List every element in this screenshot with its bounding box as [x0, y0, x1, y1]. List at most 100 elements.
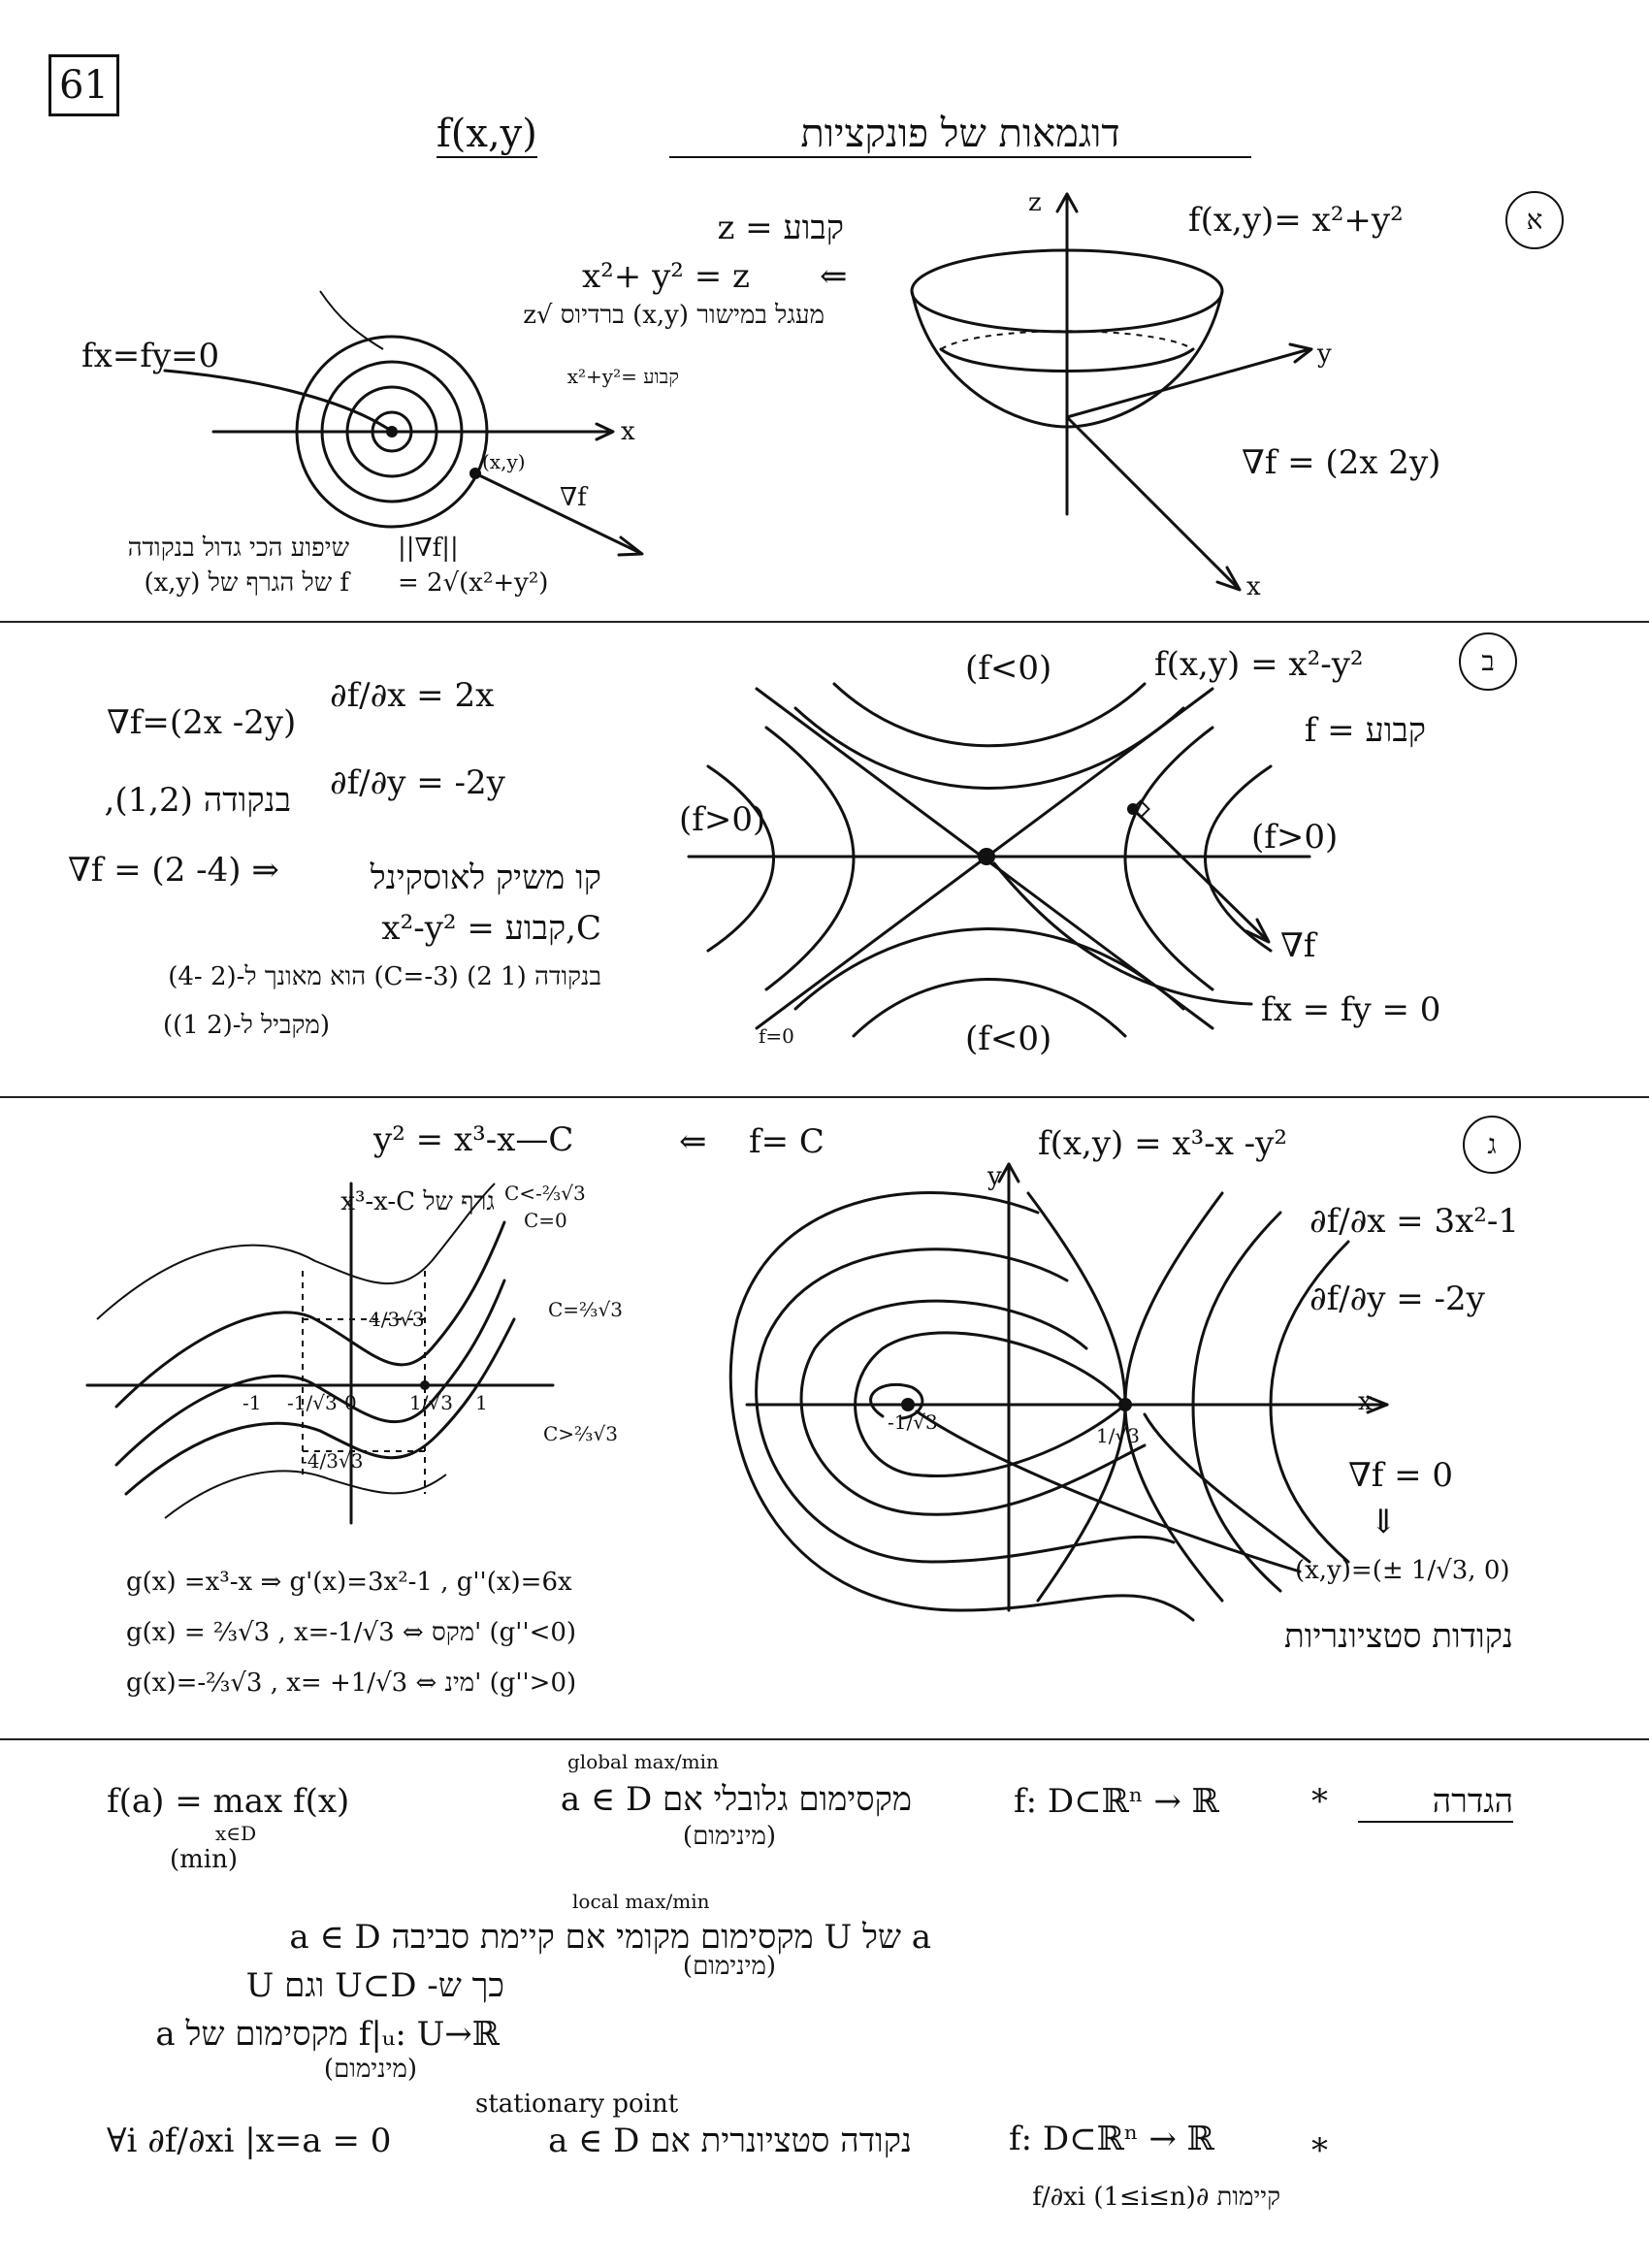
ex2-tangent-2: x²-y² = קבוע,C	[381, 909, 601, 948]
ex3-formula: f(x,y) = x³-x -y²	[1038, 1124, 1288, 1163]
ex2-crit-pointer	[992, 861, 1253, 1006]
ex3-stationary: נקודות סטציונריות	[1284, 1617, 1513, 1656]
ex3-pointer-saddle	[1143, 1412, 1311, 1564]
def-local-min-3: (מינימום)	[323, 2055, 417, 2084]
ex1-y-axis-line	[1065, 347, 1311, 419]
ex3-c-label-3: C=⅔√3	[548, 1298, 623, 1321]
ex1-contour-plot	[163, 290, 644, 557]
ex1-bowl-profile	[910, 289, 1224, 429]
ex2-crit: fx = fy = 0	[1261, 990, 1441, 1029]
ex1-crit-pointer	[163, 369, 390, 431]
def-local-min: (מינימום)	[682, 1952, 776, 1981]
ex2-saddle-point	[978, 848, 995, 865]
ex1-axis-x-3d: x	[1246, 572, 1261, 601]
ex3-axis-x: x	[1358, 1387, 1373, 1416]
ex3-cubic-curve-c-zero	[114, 1220, 506, 1409]
ex1-level-pointer	[319, 290, 384, 350]
ex1-x-arrowhead	[595, 422, 615, 441]
ex2-hyperbola-right-2	[1204, 764, 1273, 953]
ex3-c-label-1: C<-⅔√3	[504, 1182, 586, 1205]
ex2-f-neg-bottom: (f<0)	[965, 1020, 1052, 1058]
ex3-axis-y: y	[987, 1162, 1002, 1191]
divider-2	[0, 1096, 1649, 1098]
ex1-bowl-level-back	[940, 330, 1194, 350]
def-global-min2: (min)	[170, 1845, 239, 1874]
ex1-grad-arrow	[473, 471, 642, 555]
ex3-local-max-point	[901, 1398, 915, 1411]
ex3-cubic-curve-c-higher	[164, 1470, 447, 1519]
ex1-grad-arrowhead	[617, 535, 644, 557]
ex1-point-label: (x,y)	[482, 450, 526, 473]
ex3-separatrix-right	[1123, 1191, 1224, 1603]
ex3-cubic-curve-c-low	[96, 1183, 496, 1320]
ex1-critical-point: fx=fy=0	[81, 337, 220, 375]
ex3-contour-ring-4	[728, 1191, 1195, 1622]
ex1-desc-left-1: שיפוע הכי גדול בנקודה	[127, 534, 349, 563]
ex2-dfdy: ∂f/∂y = -2y	[330, 763, 505, 802]
ex3-down-arrow: ⇓	[1370, 1503, 1398, 1541]
ex3-contour-plot	[728, 1162, 1389, 1622]
ex3-loop-separatrix	[854, 1331, 1127, 1477]
ex3-tick-neg-inv-sqrt3: -1/√3	[287, 1391, 338, 1414]
ex1-grad-vector: ∇f = (2x 2y)	[1242, 443, 1441, 482]
def-star-1: *	[1311, 1782, 1328, 1821]
def-local-line-2: כך ש- U⊂D וגם U	[245, 1966, 504, 2005]
def-stat-exists: קיימות ∂f/∂xi (1≤i≤n)	[1032, 2183, 1280, 2212]
ex3-grad-zero: ∇f = 0	[1348, 1456, 1454, 1495]
ex2-hyperbola-bottom-2	[852, 978, 1127, 1038]
ex1-paraboloid-sketch	[910, 192, 1313, 592]
page-title: דוגמאות של פונקציות	[669, 114, 1251, 158]
divider-3	[0, 1738, 1649, 1740]
def-stat-star: *	[1311, 2131, 1328, 2170]
ex1-bowl-level	[939, 347, 1195, 373]
ex1-grad-norm-1: ||∇f||	[398, 534, 459, 563]
ex1-implies-arrow: ⇐	[820, 257, 848, 296]
ex2-marker: ב	[1459, 632, 1517, 691]
ex3-x-arrowhead	[1366, 1395, 1389, 1414]
ex1-x-arrowhead-3d	[1215, 566, 1242, 592]
ex3-y-arrowhead	[997, 1162, 1020, 1183]
ex1-contour-1	[371, 410, 413, 453]
ex3-points: (x,y)=(± 1/√3, 0)	[1295, 1556, 1510, 1585]
def-local-line-1: a ∈ D מקסימום מקומי אם קיימת סביבה U של …	[289, 1918, 931, 1957]
ex3-cubic-root-dot	[420, 1380, 430, 1390]
ex2-formula: f(x,y) = x²-y²	[1154, 645, 1364, 684]
ex3-c-label-2: C=0	[524, 1209, 567, 1232]
ex3-contour-right-1	[1191, 1211, 1282, 1593]
ex1-y-arrowhead	[1288, 342, 1313, 364]
ex1-grad-label: ∇f	[560, 483, 587, 512]
def-local-en: local max/min	[572, 1890, 710, 1913]
ex1-axis-y: y	[1317, 340, 1332, 369]
def-global-en: global max/min	[567, 1750, 719, 1773]
ex1-const-line: z = קבוע	[717, 209, 844, 247]
ex1-marker: א	[1505, 191, 1564, 249]
def-global-formula: f(a) = max f(x)	[107, 1782, 350, 1821]
ex2-hyperbola-top-2	[832, 682, 1147, 748]
ex3-fc: f= C	[749, 1122, 824, 1161]
ex2-tangent-4: (מקביל ל-(2 1))	[163, 1011, 330, 1040]
ex1-axis-z: z	[1028, 188, 1042, 217]
ex3-dfdx: ∂f/∂x = 3x²-1	[1310, 1202, 1520, 1241]
def-stat-line: a ∈ D נקודה סטציונרית אם	[548, 2122, 912, 2160]
ex3-implies-arrow: ⇐	[679, 1122, 707, 1161]
ex1-x-axis-line	[1065, 415, 1239, 589]
def-word: הגדרה	[1358, 1785, 1513, 1823]
def-domain-1: f: D⊂ℝⁿ → ℝ	[1014, 1782, 1219, 1821]
ex2-tangent-3: בנקודה (1 2) (C=-3) הוא מאונך ל-(2 -4)	[168, 962, 601, 991]
ex2-grad-arrow	[1131, 807, 1268, 941]
ex2-f-neg-top: (f<0)	[965, 649, 1052, 688]
ex2-grad-at: ∇f = (2 -4) ⇒	[68, 851, 279, 890]
ex1-contour-4	[295, 335, 489, 529]
ex3-level: y² = x³-x—C	[373, 1120, 574, 1159]
ex2-f-pos-left: (f>0)	[679, 800, 766, 839]
ex3-c-label-4: C>⅔√3	[543, 1422, 618, 1445]
ex3-tick-neg-1: -1	[242, 1391, 262, 1414]
ex2-at-point: בנקודה (1,2),	[104, 781, 291, 820]
ex3-contour-ring-3	[755, 1247, 1176, 1564]
def-stat-formula: ∀i ∂f/∂xi |x=a = 0	[107, 2122, 392, 2160]
ex2-const: f = קבוע	[1304, 711, 1426, 750]
ex3-marker: ג	[1463, 1116, 1521, 1174]
ex3-contour-ring-1	[869, 1382, 924, 1420]
ex2-f-pos-right: (f>0)	[1251, 818, 1339, 857]
